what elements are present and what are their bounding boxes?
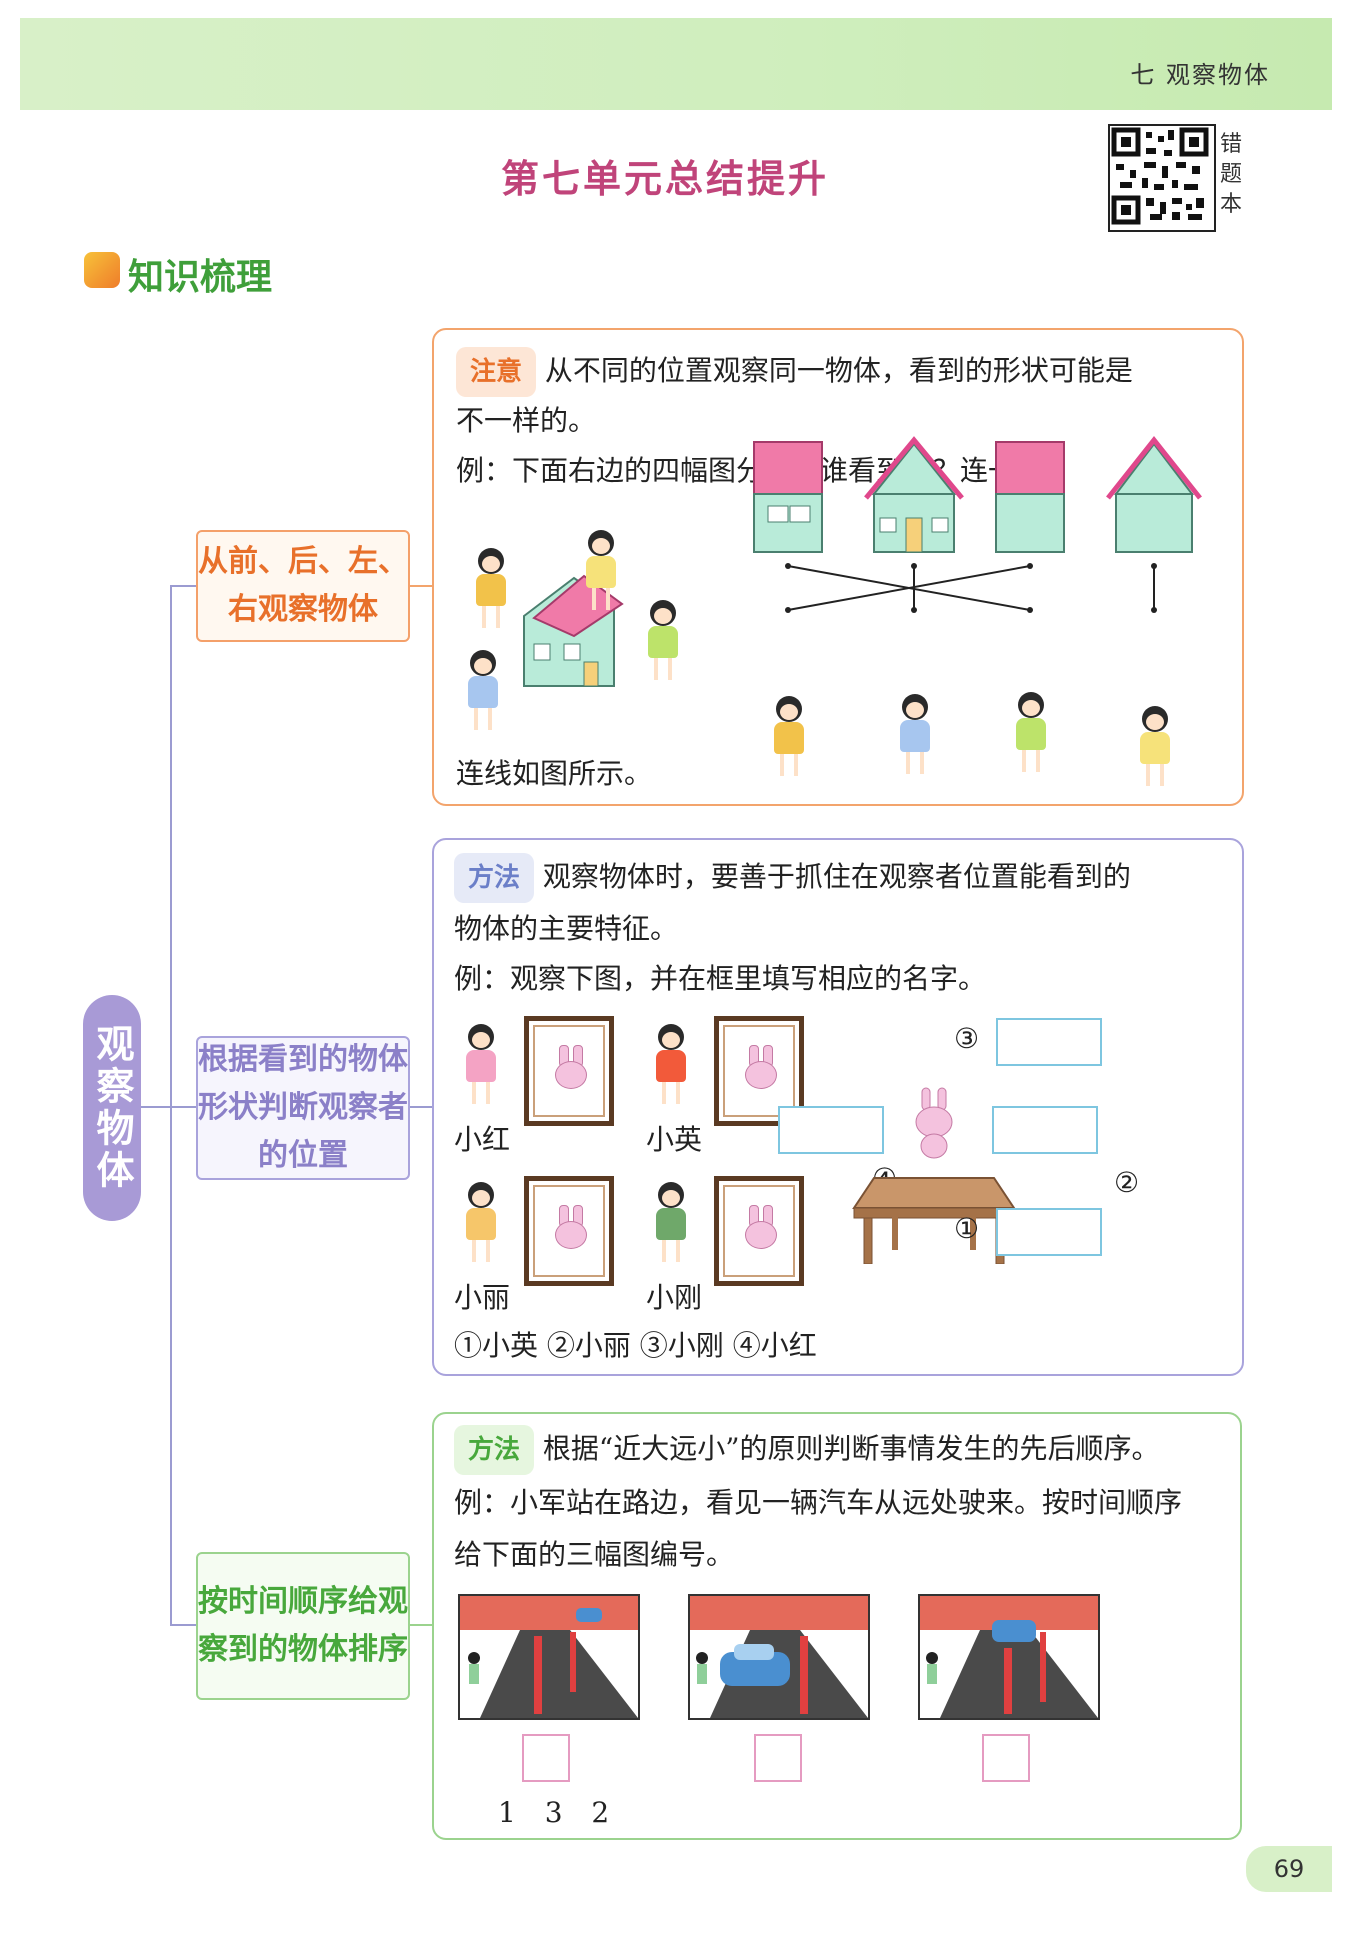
header-band xyxy=(20,18,1332,110)
tree-connector xyxy=(170,1106,196,1108)
order-box-3[interactable] xyxy=(982,1734,1030,1782)
order-box-2[interactable] xyxy=(754,1734,802,1782)
card3-text1: 根据“近大远小”的原则判断事情发生的先后顺序。 xyxy=(542,1432,1160,1465)
section-icon xyxy=(84,252,120,288)
road-scene-3 xyxy=(918,1594,1100,1720)
kid-xiaoying-icon xyxy=(652,1024,688,1106)
name-box-4[interactable] xyxy=(778,1106,884,1154)
tree-connector xyxy=(406,1624,432,1626)
card2-example: 例：观察下图，并在框里填写相应的名字。 xyxy=(454,962,987,995)
frame-xiaohong-view xyxy=(524,1016,614,1126)
kid-view-2-icon xyxy=(896,694,932,776)
position-3-label: ③ xyxy=(954,1022,980,1055)
card3-answer: 1 3 2 xyxy=(498,1796,620,1829)
kid-view-3-icon xyxy=(1012,692,1048,774)
kid-view-1-icon xyxy=(770,696,806,778)
card3-text2: 例：小军站在路边，看见一辆汽车从远处驶来。按时间顺序 xyxy=(454,1486,1183,1519)
kid-xiaohong-icon xyxy=(462,1024,498,1106)
card1-text2: 不一样的。 xyxy=(456,404,597,437)
tree-connector xyxy=(170,1624,196,1626)
name-xiaoli: 小丽 xyxy=(454,1281,511,1314)
frame-xiaogang-view xyxy=(714,1176,804,1286)
name-xiaoying: 小英 xyxy=(646,1123,703,1156)
name-box-1[interactable] xyxy=(996,1208,1102,1256)
position-2-label: ② xyxy=(1114,1166,1140,1199)
order-box-1[interactable] xyxy=(522,1734,570,1782)
section-heading: 知识梳理 xyxy=(128,257,273,298)
tree-connector xyxy=(406,585,432,587)
card2-text2: 物体的主要特征。 xyxy=(454,912,679,945)
qr-code[interactable] xyxy=(1108,124,1216,232)
position-1-label: ① xyxy=(954,1212,980,1245)
note-tag: 注意 xyxy=(456,347,537,397)
branch-time-order: 按时间顺序给观察到的物体排序 xyxy=(196,1552,410,1700)
card1-text1: 从不同的位置观察同一物体，看到的形状可能是 xyxy=(544,354,1133,387)
root-node: 观察物体 xyxy=(83,995,141,1221)
card-note: 注意 从不同的位置观察同一物体，看到的形状可能是 不一样的。 例：下面右边的四幅… xyxy=(432,328,1244,806)
name-xiaohong: 小红 xyxy=(454,1123,511,1156)
girl-left-icon xyxy=(464,650,500,732)
branch-judge-position: 根据看到的物体形状判断观察者的位置 xyxy=(196,1036,410,1180)
kid-xiaogang-icon xyxy=(652,1182,688,1264)
card3-text: 方法 根据“近大远小”的原则判断事情发生的先后顺序。 xyxy=(454,1424,1230,1475)
tree-connector xyxy=(141,1106,170,1108)
tree-connector xyxy=(170,585,172,1625)
frame-xiaoli-view xyxy=(524,1176,614,1286)
card1-text: 注意 从不同的位置观察同一物体，看到的形状可能是 xyxy=(456,346,1226,397)
chapter-tag: 七 观察物体 xyxy=(1130,61,1270,89)
road-scene-2 xyxy=(688,1594,870,1720)
tree-connector xyxy=(170,585,196,587)
girl-right-icon xyxy=(644,600,680,682)
girl-back-icon xyxy=(582,530,618,612)
method-tag-2: 方法 xyxy=(454,1425,535,1475)
page-number: 69 xyxy=(1246,1846,1332,1892)
card2-text: 方法 观察物体时，要善于抓住在观察者位置能看到的 xyxy=(454,852,1230,903)
qr-label: 错题本 xyxy=(1220,132,1243,217)
card2-text1: 观察物体时，要善于抓住在观察者位置能看到的 xyxy=(542,860,1131,893)
card1-answer: 连线如图所示。 xyxy=(456,757,653,790)
kid-view-4-icon xyxy=(1136,706,1172,788)
page-title: 第七单元总结提升 xyxy=(500,157,829,201)
tree-connector xyxy=(406,1106,432,1108)
branch-front-back-left-right: 从前、后、左、右观察物体 xyxy=(196,530,410,642)
girl-front-icon xyxy=(472,548,508,630)
name-box-2[interactable] xyxy=(992,1106,1098,1154)
method-tag: 方法 xyxy=(454,853,535,903)
name-box-3[interactable] xyxy=(996,1018,1102,1066)
road-scene-1 xyxy=(458,1594,640,1720)
card2-answer: ①小英 ②小丽 ③小刚 ④小红 xyxy=(454,1329,817,1362)
center-house-illustration xyxy=(523,574,624,687)
card-method-1: 方法 观察物体时，要善于抓住在观察者位置能看到的 物体的主要特征。 例：观察下图… xyxy=(432,838,1244,1376)
four-views-matching xyxy=(753,435,1202,613)
kid-xiaoli-icon xyxy=(462,1182,498,1264)
name-xiaogang: 小刚 xyxy=(646,1281,703,1314)
card3-text3: 给下面的三幅图编号。 xyxy=(454,1538,735,1571)
card-method-2: 方法 根据“近大远小”的原则判断事情发生的先后顺序。 例：小军站在路边，看见一辆… xyxy=(432,1412,1242,1840)
